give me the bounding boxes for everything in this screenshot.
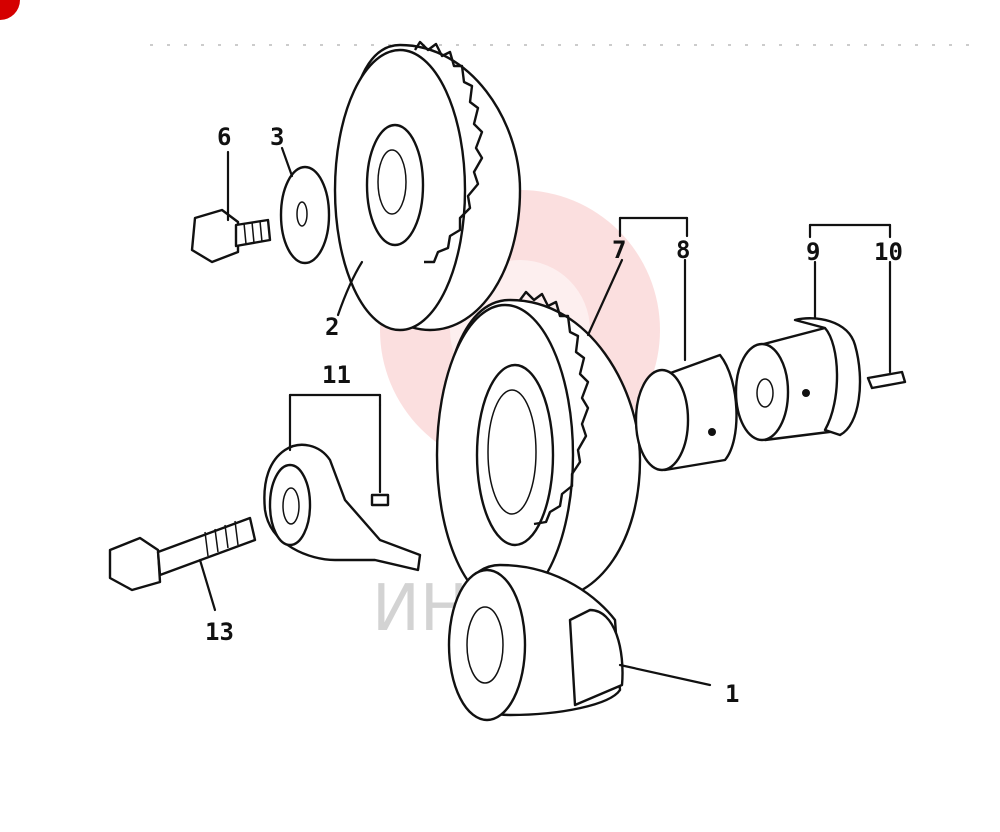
callout-10: 10 (874, 238, 903, 266)
callout-11: 11 (322, 361, 351, 389)
leader-lines (198, 146, 892, 687)
callout-9: 9 (806, 238, 820, 266)
callout-1: 1 (725, 680, 739, 708)
washer-part-3 (279, 165, 331, 265)
bushing-part-8 (634, 353, 738, 472)
callout-labels: 6 3 2 7 8 9 10 11 13 1 (205, 123, 903, 708)
callout-7: 7 (612, 236, 626, 264)
idler-shaft-part-11 (263, 403, 422, 572)
flanged-bushing-part-9 (734, 317, 862, 442)
callout-8: 8 (676, 236, 690, 264)
callout-6: 6 (217, 123, 231, 151)
corner-badge (0, 0, 20, 20)
gear-part-2 (333, 40, 522, 332)
pin-part-10 (866, 370, 907, 390)
gear-part-1 (447, 563, 624, 722)
callout-3: 3 (270, 123, 284, 151)
bolt-part-13 (108, 516, 257, 592)
callout-2: 2 (325, 313, 339, 341)
gear-part-7 (435, 290, 642, 607)
bolt-part-6 (190, 208, 272, 264)
callout-13: 13 (205, 618, 234, 646)
